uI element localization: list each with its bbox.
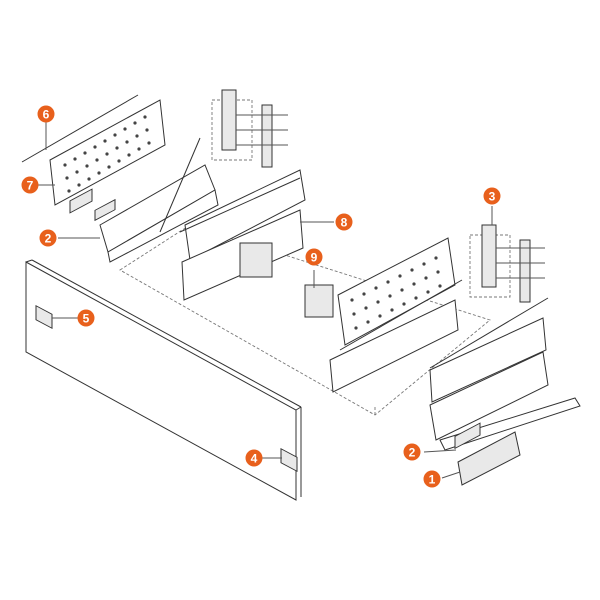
svg-text:2: 2 xyxy=(45,232,52,246)
callout-badge-1: 1 xyxy=(423,470,441,488)
callout-badge-5: 5 xyxy=(77,309,95,327)
perforated-gallery-panel-left xyxy=(21,94,166,214)
drawer-side-wall-left xyxy=(94,137,219,263)
drawer-runner xyxy=(423,431,521,486)
svg-text:1: 1 xyxy=(429,473,436,487)
callout-badge-8: 8 xyxy=(335,213,353,231)
rear-mounting-bracket-right xyxy=(469,206,545,303)
drawer-side-wall-right xyxy=(429,297,581,451)
cabinet-base-outline xyxy=(119,224,491,416)
callout-badge-3: 3 xyxy=(483,187,501,205)
svg-text:5: 5 xyxy=(83,312,90,326)
callout-badge-6: 6 xyxy=(37,105,55,123)
perforated-gallery-panel-right xyxy=(329,237,463,393)
callout-badge-9: 9 xyxy=(305,248,323,266)
svg-text:6: 6 xyxy=(43,108,50,122)
rear-mounting-bracket-left xyxy=(211,89,288,168)
svg-text:4: 4 xyxy=(251,452,258,466)
callout-badge-4: 4 xyxy=(245,449,263,467)
svg-text:2: 2 xyxy=(409,446,416,460)
callout-badge-2-upper: 2 xyxy=(39,229,57,247)
svg-text:9: 9 xyxy=(311,251,318,265)
callout-badge-7: 7 xyxy=(21,176,39,194)
back-panel-connector xyxy=(239,242,334,318)
callout-badge-2-lower: 2 xyxy=(403,443,421,461)
front-fixing-bracket-right xyxy=(262,447,298,473)
svg-text:8: 8 xyxy=(341,216,348,230)
svg-text:3: 3 xyxy=(489,190,496,204)
drawer-front-panel xyxy=(25,259,302,501)
front-fixing-bracket-left xyxy=(35,304,78,330)
svg-text:7: 7 xyxy=(27,179,34,193)
